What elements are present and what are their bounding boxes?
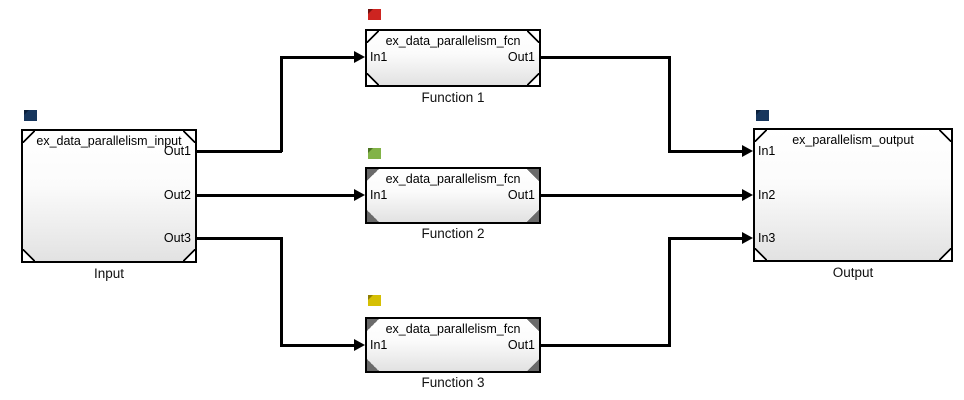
- corner-bevel: [183, 249, 195, 261]
- folded-corner-icon: [24, 110, 29, 115]
- wire-arrowhead: [354, 339, 365, 351]
- port-label-in2: In2: [758, 188, 776, 202]
- wire-function1-to-in1[interactable]: [541, 56, 671, 59]
- wire-out3-to-function3[interactable]: [280, 344, 356, 347]
- wire-function3-to-in3[interactable]: [668, 237, 671, 347]
- corner-bevel: [527, 210, 539, 222]
- wire-arrowhead: [354, 189, 365, 201]
- wire-out2-to-function2[interactable]: [197, 194, 356, 197]
- annotation-icon-input: [24, 110, 37, 121]
- block-title: ex_data_parallelism_input: [36, 134, 182, 148]
- subsystem-block-input[interactable]: ex_data_parallelism_input Out1 Out2 Out3: [21, 129, 197, 263]
- block-title: ex_data_parallelism_fcn: [385, 322, 521, 336]
- block-name-function2[interactable]: Function 2: [421, 226, 485, 241]
- block-name-function1[interactable]: Function 1: [421, 90, 485, 105]
- subsystem-block-function1[interactable]: ex_data_parallelism_fcn In1 Out1: [365, 29, 541, 87]
- port-label-out1: Out1: [163, 144, 191, 158]
- block-title: ex_data_parallelism_fcn: [385, 172, 521, 186]
- wire-function3-to-in3[interactable]: [668, 237, 744, 240]
- subsystem-block-output[interactable]: ex_parallelism_output In1 In2 In3: [753, 128, 953, 262]
- folded-corner-icon: [756, 110, 761, 115]
- wire-out1-to-function1[interactable]: [280, 56, 356, 59]
- corner-bevel: [367, 73, 379, 85]
- wire-out3-to-function3[interactable]: [197, 237, 282, 240]
- subsystem-block-function2[interactable]: ex_data_parallelism_fcn In1 Out1: [365, 167, 541, 224]
- annotation-icon-output: [756, 110, 769, 121]
- annotation-icon-function3: [368, 295, 381, 306]
- folded-corner-icon: [368, 9, 373, 14]
- wire-function1-to-in1[interactable]: [668, 150, 744, 153]
- port-label-out1: Out1: [507, 338, 535, 352]
- port-label-in1: In1: [370, 188, 388, 202]
- port-label-in1: In1: [370, 338, 388, 352]
- block-title: ex_parallelism_output: [792, 133, 914, 147]
- corner-bevel: [939, 248, 951, 260]
- corner-bevel: [367, 210, 379, 222]
- block-name-output[interactable]: Output: [832, 265, 874, 280]
- annotation-icon-function1: [368, 9, 381, 20]
- block-name-function3[interactable]: Function 3: [421, 375, 485, 390]
- corner-bevel: [527, 359, 539, 371]
- folded-corner-icon: [368, 148, 373, 153]
- block-name-input[interactable]: Input: [93, 266, 125, 281]
- wire-arrowhead: [742, 189, 753, 201]
- annotation-icon-function2: [368, 148, 381, 159]
- corner-bevel: [527, 73, 539, 85]
- corner-bevel: [367, 359, 379, 371]
- wire-function1-to-in1[interactable]: [668, 56, 671, 152]
- port-label-out1: Out1: [507, 188, 535, 202]
- subsystem-block-function3[interactable]: ex_data_parallelism_fcn In1 Out1: [365, 317, 541, 373]
- corner-bevel: [755, 248, 767, 260]
- folded-corner-icon: [368, 295, 373, 300]
- wire-arrowhead: [354, 51, 365, 63]
- wire-function2-to-in2[interactable]: [541, 194, 744, 197]
- wire-out1-to-function1[interactable]: [280, 56, 283, 152]
- port-label-in1: In1: [758, 144, 776, 158]
- port-label-in1: In1: [370, 50, 388, 64]
- wire-out3-to-function3[interactable]: [280, 237, 283, 347]
- wire-out1-to-function1[interactable]: [197, 150, 282, 153]
- port-label-out1: Out1: [507, 50, 535, 64]
- port-label-out2: Out2: [163, 188, 191, 202]
- wire-function3-to-in3[interactable]: [541, 344, 671, 347]
- wire-arrowhead: [742, 232, 753, 244]
- port-label-out3: Out3: [163, 231, 191, 245]
- port-label-in3: In3: [758, 231, 776, 245]
- wire-arrowhead: [742, 145, 753, 157]
- block-title: ex_data_parallelism_fcn: [385, 34, 521, 48]
- corner-bevel: [23, 249, 35, 261]
